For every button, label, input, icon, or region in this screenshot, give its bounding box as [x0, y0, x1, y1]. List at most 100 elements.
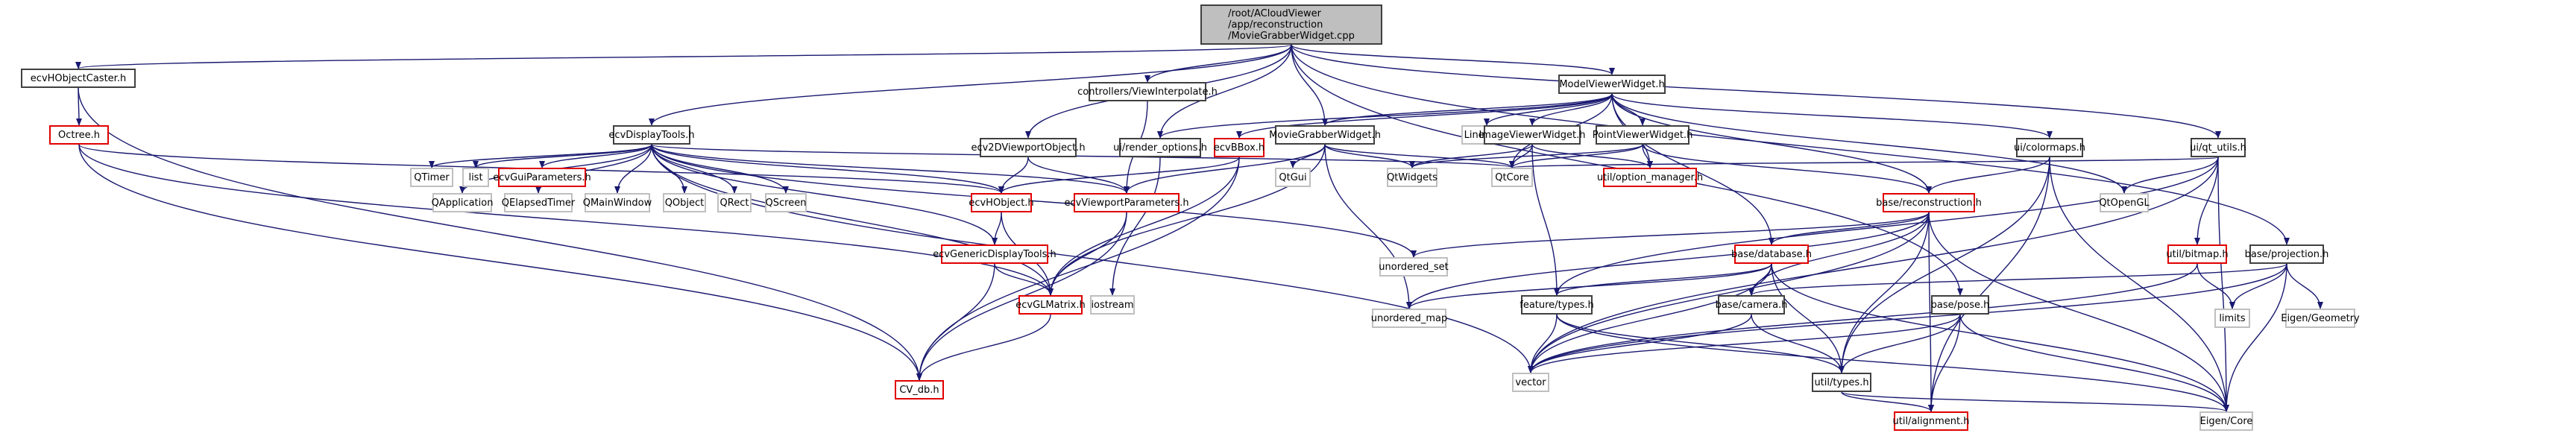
- edge-displaytools-to-glmatrix: [651, 144, 1054, 296]
- node-database[interactable]: base/database.h: [1731, 244, 1812, 264]
- node-qapp: QApplication: [432, 193, 493, 212]
- edge-colormaps-to-alignment: [1928, 157, 2050, 412]
- node-optmgr[interactable]: util/option_manager.h: [1597, 168, 1703, 187]
- edge-recon-to-alignment: [1927, 212, 1934, 412]
- edge-projection-to-eigengeo: [2286, 263, 2323, 309]
- node-moviegrab[interactable]: MovieGrabberWidget.h: [1269, 125, 1381, 145]
- edge-ptviewer-to-qtwidgets: [1409, 144, 1643, 168]
- edge-feattypes-to-utiltypes: [1556, 314, 1845, 373]
- edge-qtutils-to-qtcore: [1510, 157, 2219, 168]
- edge-projection-to-limits: [2229, 263, 2287, 309]
- edge-vpparams-to-glmatrix: [1048, 212, 1127, 296]
- edge-pose-to-vector: [1528, 314, 1961, 373]
- node-recon[interactable]: base/reconstruction.h: [1876, 193, 1982, 212]
- edge-bbox-to-cvdb: [916, 157, 1240, 381]
- edge-camera-to-vector: [1528, 314, 1752, 373]
- node-qobject: QObject: [663, 193, 706, 212]
- node-gendisp[interactable]: ecvGenericDisplayTools.h: [933, 244, 1056, 264]
- node-unordmap: unordered_map: [1371, 309, 1447, 328]
- edge-bbox-to-glmatrix: [1048, 157, 1240, 296]
- node-imgviewer[interactable]: ImageViewerWidget.h: [1478, 125, 1586, 145]
- edge-displaytools-to-list: [473, 144, 652, 168]
- node-vpparams[interactable]: ecvViewportParameters.h: [1064, 193, 1189, 212]
- node-feattypes[interactable]: feature/types.h: [1520, 295, 1594, 315]
- edge-qtutils-to-bitmap: [2194, 157, 2219, 245]
- node-qtopengl: QtOpenGL: [2099, 193, 2150, 212]
- edge-octree-to-glmatrix: [78, 144, 1054, 296]
- node-eigengeo: Eigen/Geometry: [2281, 309, 2360, 328]
- node-displaytools[interactable]: ecvDisplayTools.h: [608, 125, 695, 145]
- edge-pose-to-utiltypes: [1839, 314, 1961, 373]
- edge-modelviewer-to-recon: [1611, 93, 1932, 194]
- edge-qtutils-to-eigencore: [2217, 157, 2229, 412]
- edge-moviegrab-to-vpparams: [1124, 144, 1326, 194]
- edge-modelviewer-to-ptviewer: [1611, 93, 1646, 126]
- node-alignment[interactable]: util/alignment.h: [1893, 411, 1970, 431]
- node-bbox[interactable]: ecvBBox.h: [1214, 138, 1265, 157]
- edge-pose-to-alignment: [1928, 314, 1961, 412]
- edge-database-to-utiltypes: [1771, 263, 1845, 373]
- node-qtcore: QtCore: [1491, 168, 1533, 187]
- node-octree[interactable]: Octree.h: [49, 125, 109, 145]
- node-modelviewer[interactable]: ModelViewerWidget.h: [1558, 75, 1666, 94]
- node-projection[interactable]: base/projection.h: [2245, 244, 2328, 264]
- edge-octree-to-cvdb: [78, 144, 922, 381]
- edge-imgviewer-to-qtwidgets: [1409, 144, 1533, 168]
- edge-recon-to-unordmap: [1406, 212, 1930, 309]
- edge-gendisp-to-cvdb: [916, 263, 995, 381]
- node-unordset: unordered_set: [1379, 257, 1449, 277]
- edge-gendisp-to-glmatrix: [994, 263, 1054, 296]
- edge-modelviewer-to-lineset: [1484, 93, 1613, 126]
- edge-colormaps-to-eigencore: [2049, 157, 2229, 412]
- node-qscreen: QScreen: [765, 193, 807, 212]
- edge-database-to-feattypes: [1554, 263, 1772, 296]
- edge-recon-to-database: [1769, 212, 1930, 245]
- node-viewinterp[interactable]: controllers/ViewInterpolate.h: [1077, 82, 1218, 101]
- edge-qtutils-to-feattypes: [1554, 157, 2219, 296]
- edge-displaytools-to-guiparams: [539, 144, 652, 168]
- edge-projection-to-vector: [1528, 263, 2287, 373]
- node-qtutils[interactable]: ui/qt_utils.h: [2190, 138, 2246, 157]
- edge-glmatrix-to-cvdb: [916, 314, 1051, 381]
- edge-feattypes-to-vector: [1528, 314, 1558, 373]
- edge-recon-to-unordset: [1411, 212, 1930, 258]
- node-eigencore: Eigen/Core: [2199, 411, 2253, 431]
- node-colormaps[interactable]: ui/colormaps.h: [2014, 138, 2085, 157]
- node-qtgui: QtGui: [1275, 168, 1311, 187]
- edge-displaytools-to-unordset: [651, 144, 1417, 258]
- edge-displaytools-to-vector: [651, 144, 1534, 373]
- node-hobject[interactable]: ecvHObject.h: [969, 193, 1034, 212]
- edge-modelviewer-to-bbox: [1236, 93, 1613, 139]
- edge-ptviewer-to-recon: [1642, 144, 1932, 194]
- edge-modelviewer-to-qtopengl: [1611, 93, 2127, 194]
- edge-projection-to-camera: [1748, 263, 2287, 296]
- edge-bitmap-to-vector: [1528, 263, 2198, 373]
- node-glmatrix[interactable]: ecvGLMatrix.h: [1015, 295, 1086, 315]
- edge-pose-to-eigencore: [1959, 314, 2229, 412]
- node-bitmap[interactable]: util/bitmap.h: [2166, 244, 2229, 264]
- edge-moviegrab-to-unordmap: [1324, 144, 1412, 309]
- node-camera[interactable]: base/camera.h: [1716, 295, 1787, 315]
- edge-database-to-vector: [1528, 263, 1772, 373]
- edge-moviegrab-to-qtwidgets: [1324, 144, 1415, 168]
- node-limits: limits: [2214, 309, 2250, 328]
- edge-camera-to-utiltypes: [1751, 314, 1845, 373]
- node-qmainwin: QMainWindow: [583, 193, 652, 212]
- node-pose[interactable]: base/pose.h: [1931, 295, 1989, 315]
- node-cvdb[interactable]: CV_db.h: [895, 380, 944, 399]
- node-vp2d[interactable]: ecv2DViewportObject.h: [971, 138, 1086, 157]
- edge-bitmap-to-limits: [2196, 263, 2235, 309]
- node-caster[interactable]: ecvHObjectCaster.h: [21, 69, 136, 88]
- edge-projection-to-eigencore: [2223, 263, 2287, 412]
- edge-imgviewer-to-feattypes: [1531, 144, 1560, 296]
- node-ptviewer[interactable]: PointViewerWidget.h: [1593, 125, 1692, 145]
- edge-feattypes-to-eigencore: [1556, 314, 2229, 412]
- node-renderopts[interactable]: ui/render_options.h: [1113, 138, 1207, 157]
- edge-utiltypes-to-eigencore: [1841, 391, 2229, 412]
- node-guiparams[interactable]: ecvGuiParameters.h: [493, 168, 591, 187]
- node-root[interactable]: /root/ACloudViewer /app/reconstruction /…: [1200, 4, 1382, 45]
- edge-modelviewer-to-renderopts: [1157, 93, 1613, 139]
- edge-recon-to-utiltypes: [1839, 212, 1930, 373]
- node-utiltypes[interactable]: util/types.h: [1812, 373, 1871, 392]
